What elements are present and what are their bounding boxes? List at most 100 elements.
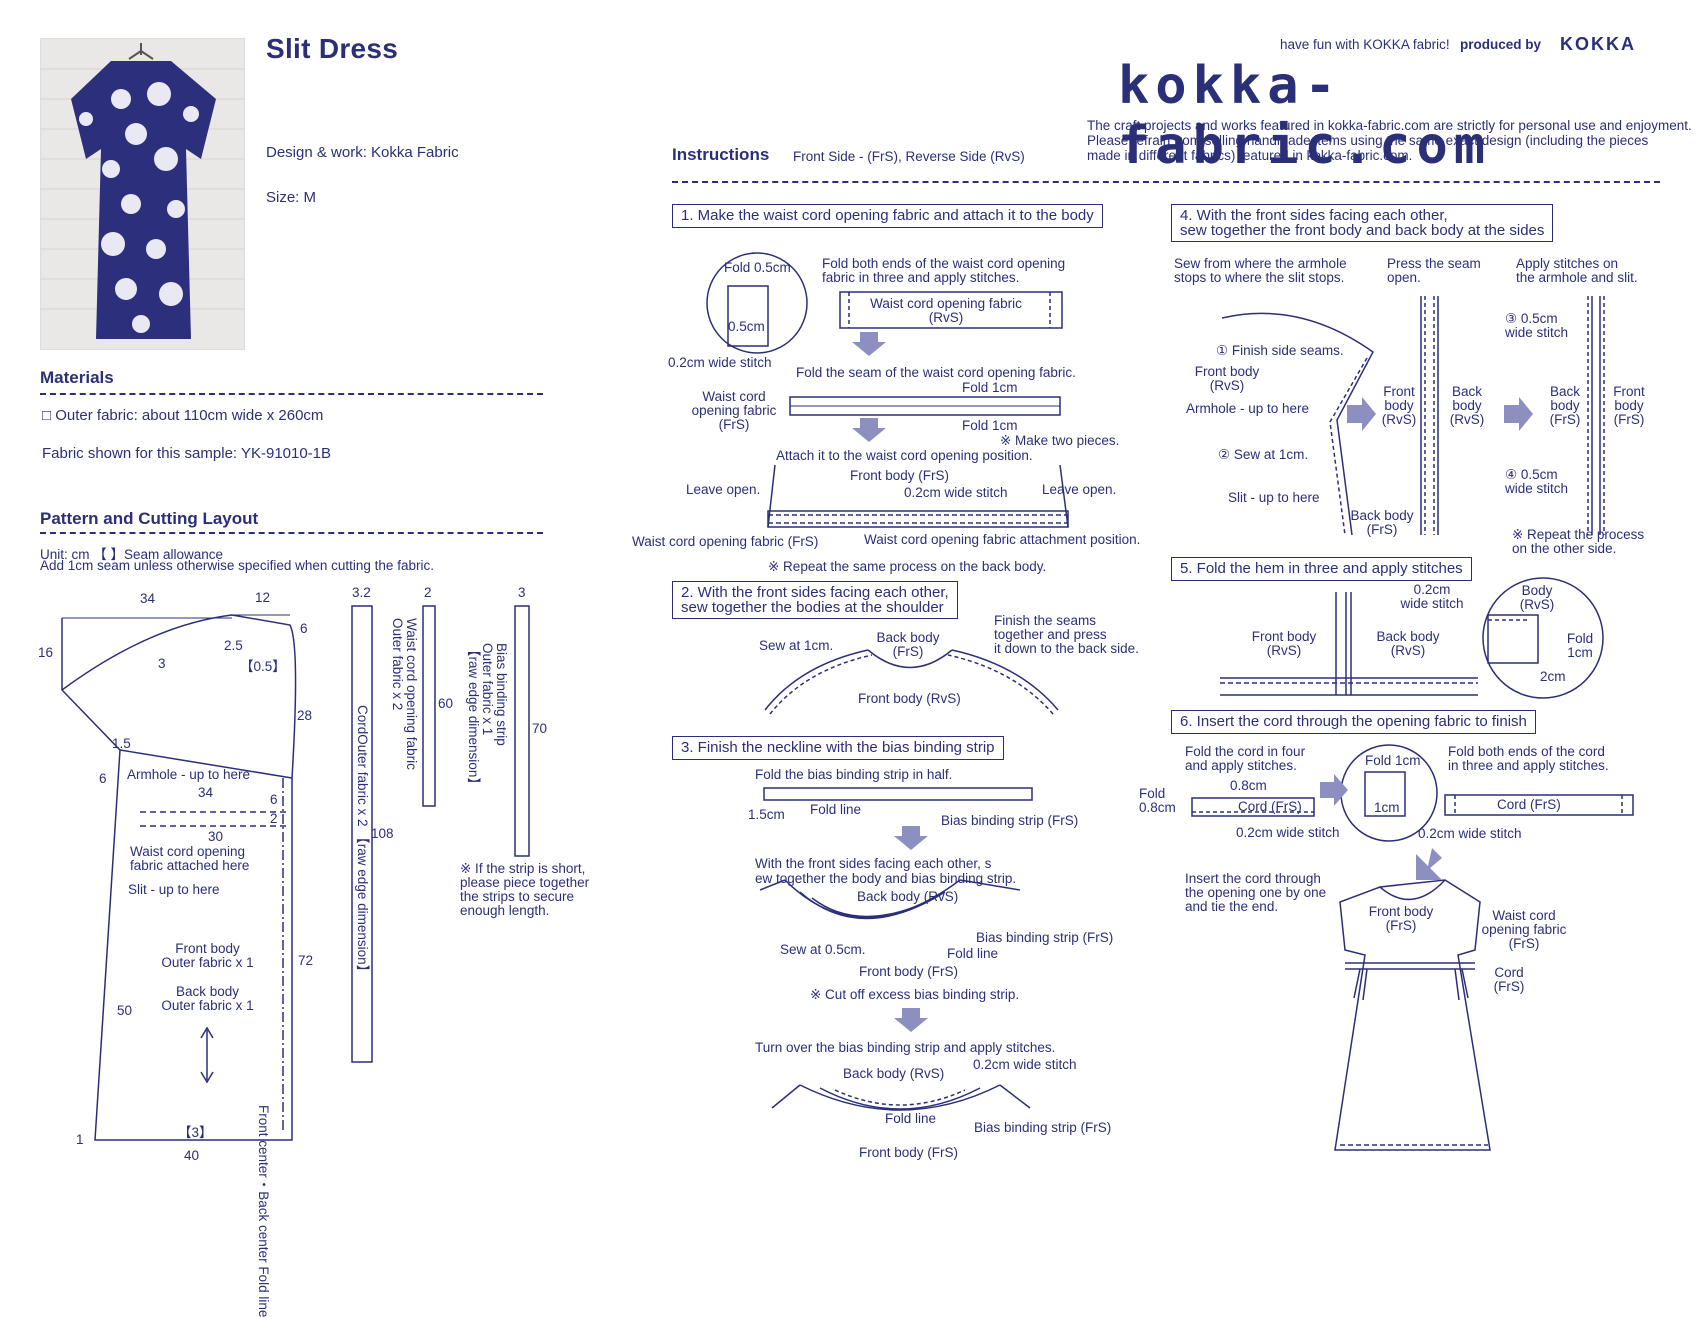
label-line: Back body [1376, 629, 1440, 644]
back-body-frs-stitched: Back body (FrS) [1540, 385, 1590, 427]
slit-label-4: Slit - up to here [1228, 490, 1320, 505]
title-line: 2. With the front sides facing each othe… [681, 584, 949, 601]
label-line: wide stitch [1505, 481, 1569, 496]
label-line: Cord [1494, 965, 1524, 980]
note-line: the armhole and slit. [1516, 270, 1638, 285]
label-line: 0.8cm [1139, 800, 1176, 815]
note-line: Sew from where the armhole [1174, 256, 1347, 271]
note-line: the opening one by one [1185, 885, 1327, 900]
wide-stitch-hem: 0.2cm wide stitch [1392, 583, 1472, 611]
note-line: Fold both ends of the waist cord opening [822, 256, 1066, 271]
usage-notice: The craft projects and works featured in… [1087, 118, 1692, 163]
front-body-frs-label: Front body (FrS) [850, 468, 950, 483]
fold-1cm-bottom: Fold 1cm [962, 418, 1018, 433]
insert-cord-note: Insert the cord through the opening one … [1185, 872, 1326, 914]
label-line: Fold [1139, 786, 1166, 801]
dim-1-5cm: 1.5cm [748, 807, 785, 822]
kokka-logo: KOKKA [1560, 34, 1636, 54]
back-body-frs-label-4: Back body (FrS) [1342, 509, 1422, 537]
note-line: Press the seam [1387, 256, 1481, 271]
label-line: (RvS) [1381, 412, 1417, 427]
bias-strip-frs-label: Bias binding strip (FrS) [941, 813, 1079, 828]
cut-off-note: ※ Cut off excess bias binding strip. [810, 987, 1020, 1002]
dim-2: 2 [270, 811, 278, 826]
note-line: fabric in three and apply stitches. [822, 270, 1020, 285]
wide-stitch-label-2: 0.2cm wide stitch [904, 485, 1008, 500]
dim-1-5: 1.5 [112, 736, 131, 751]
cord-width: 3.2 [352, 585, 371, 600]
note-line: open. [1387, 270, 1421, 285]
dim-12: 12 [255, 590, 271, 605]
label-line: body [1614, 398, 1644, 413]
strip-short-note: ※ If the strip is short, please piece to… [460, 862, 589, 918]
label-line: (FrS) [1613, 412, 1645, 427]
dim-0-8cm: 0.8cm [1230, 778, 1267, 793]
wcof-frs-label: Waist cord opening fabric (FrS) [632, 534, 819, 549]
fold-both-ends-cord: Fold both ends of the cord in three and … [1448, 745, 1609, 773]
dim-6: 6 [300, 621, 308, 636]
pattern-heading: Pattern and Cutting Layout [40, 509, 259, 528]
label-line: ④ 0.5cm [1505, 467, 1558, 482]
back-body-rvs-label: Back body (RvS) [857, 889, 959, 904]
step5-title: 5. Fold the hem in three and apply stitc… [1171, 557, 1472, 581]
label-line: (RvS) [1266, 643, 1302, 658]
note-line: ※ If the strip is short, [460, 861, 586, 876]
cord-frs-label-2: Cord (FrS) [1497, 797, 1561, 812]
front-body-rvs-label-4: Front body (RvS) [1186, 365, 1268, 393]
armhole-label: Armhole - up to here [127, 767, 251, 782]
step2-title: 2. With the front sides facing each othe… [672, 581, 958, 619]
front-body-frs-stitched: Front body (FrS) [1604, 385, 1654, 427]
sew-0-5cm-label: Sew at 0.5cm. [780, 942, 866, 957]
note-line: enough length. [460, 903, 550, 918]
sew-together-note: With the front sides facing each other, … [755, 856, 1016, 886]
waist-cord-frs-label: Waist cord opening fabric (FrS) [684, 390, 784, 432]
dim-72: 72 [298, 953, 314, 968]
label-line: Front body [1368, 904, 1434, 919]
dim-2-5: 2.5 [224, 638, 243, 653]
finish-seams-note: Finish the seams together and press it d… [994, 614, 1139, 656]
label-line: Front body [175, 941, 240, 956]
stitch-4-label: ④ 0.5cm wide stitch [1505, 468, 1568, 496]
bias-width: 3 [518, 585, 526, 600]
wc-length: 60 [438, 696, 454, 711]
step1-diagram [706, 252, 1069, 528]
dim-6c: 6 [270, 792, 278, 807]
notice-line: Please refrain from selling handmade ite… [1087, 133, 1649, 148]
label-line: fabric attached here [130, 858, 250, 873]
label-line: (RvS) [928, 310, 964, 325]
design-credit: Design & work: Kokka Fabric [266, 144, 459, 161]
sew-1cm-label: Sew at 1cm. [759, 638, 834, 653]
note-line: please piece together [460, 875, 590, 890]
bias-strip-frs-label-2: Bias binding strip (FrS) [976, 930, 1114, 945]
fold-1cm-top: Fold 1cm [962, 380, 1018, 395]
label-line: (FrS) [1549, 412, 1581, 427]
pattern-divider [40, 532, 543, 534]
step6-diagram [1191, 744, 1634, 1151]
label-line: wide stitch [1400, 596, 1464, 611]
wide-stitch-label-6b: 0.2cm wide stitch [1418, 826, 1522, 841]
tagline: have fun with KOKKA fabric! [1280, 37, 1450, 52]
step4-diagram [1221, 296, 1605, 536]
label-line: (FrS) [1508, 936, 1540, 951]
label-line: (RvS) [1209, 378, 1245, 393]
label-line: (RvS) [1519, 597, 1555, 612]
fold-0-8-label: Fold 0.8cm [1139, 787, 1176, 815]
dim-34b: 34 [198, 785, 214, 800]
repeat-other-side: ※ Repeat the process on the other side. [1512, 528, 1644, 556]
fold-1cm-hem: Fold 1cm [1560, 632, 1600, 660]
label-line: Waist cord opening fabric [870, 296, 1022, 311]
label-line: Front [1383, 384, 1415, 399]
label-line: 0.2cm [1413, 582, 1451, 597]
label-line: body [1550, 398, 1580, 413]
label-line: (FrS) [892, 644, 924, 659]
front-body-frs-label-2: Front body (FrS) [859, 964, 959, 979]
fabric-sample: Fabric shown for this sample: YK-91010-1… [42, 445, 332, 462]
dim-34: 34 [140, 591, 156, 606]
slit-label: Slit - up to here [128, 882, 220, 897]
label-line: Fold [1566, 631, 1594, 646]
materials-divider [40, 393, 543, 395]
label-line: opening fabric [691, 403, 777, 418]
fold-both-ends-note: Fold both ends of the waist cord opening… [822, 257, 1065, 285]
wide-stitch-label: 0.2cm wide stitch [668, 355, 772, 370]
pattern-diagram [61, 605, 530, 1141]
